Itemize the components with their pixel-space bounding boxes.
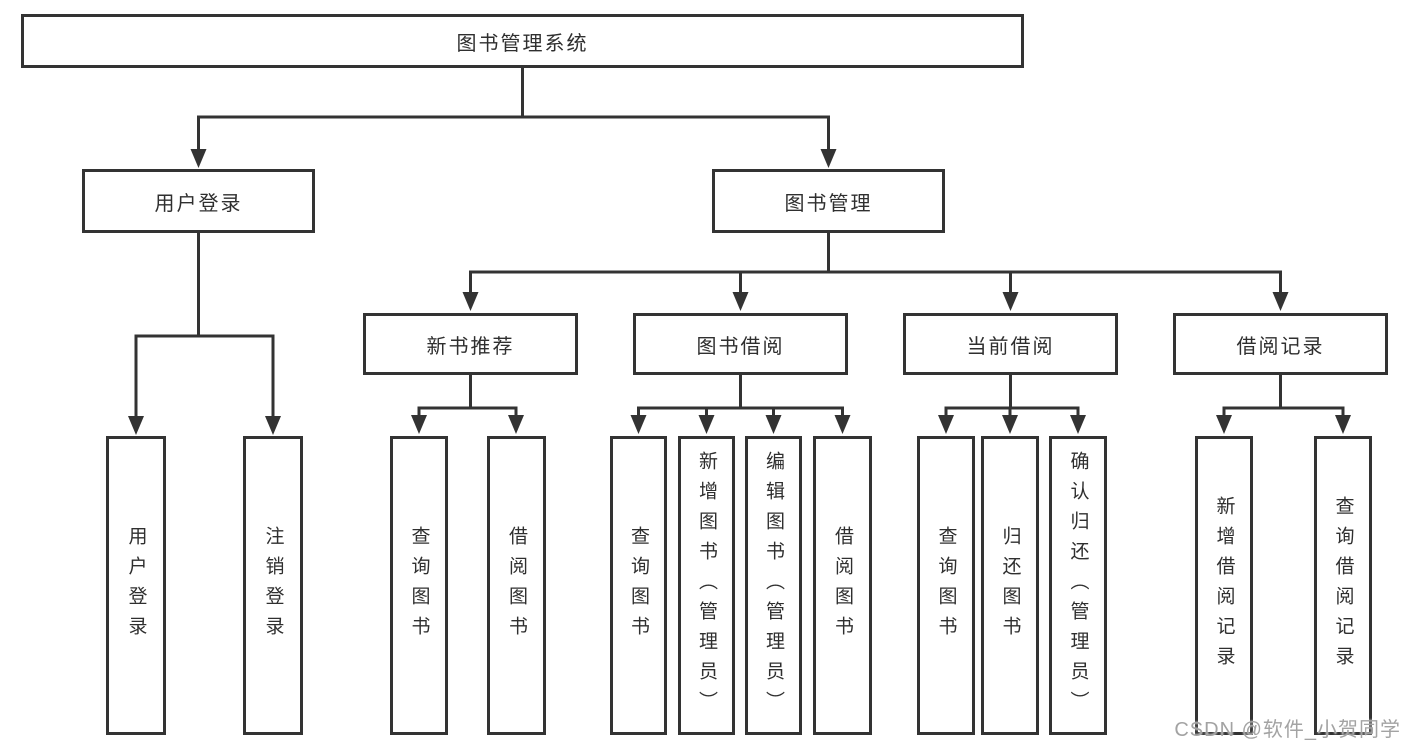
leaf-logout: 注销登录: [243, 436, 303, 735]
leaf-borrow-books: 借阅图书: [813, 436, 872, 735]
leaf-edit-book-admin: 编辑图书（管理员）: [745, 436, 802, 735]
leaf-borrow-books-recommend: 借阅图书: [487, 436, 546, 735]
node-new-book-recommend: 新书推荐: [363, 313, 578, 375]
node-library-management-system: 图书管理系统: [21, 14, 1024, 68]
leaf-query-borrow-record: 查询借阅记录: [1314, 436, 1372, 735]
leaf-return-book: 归还图书: [981, 436, 1039, 735]
node-book-borrowing: 图书借阅: [633, 313, 848, 375]
node-current-borrowing: 当前借阅: [903, 313, 1118, 375]
node-borrowing-records: 借阅记录: [1173, 313, 1388, 375]
node-user-login-module: 用户登录: [82, 169, 315, 233]
node-book-management-module: 图书管理: [712, 169, 945, 233]
leaf-add-borrow-record: 新增借阅记录: [1195, 436, 1253, 735]
csdn-watermark: CSDN @软件_小贺同学: [1174, 719, 1401, 741]
leaf-query-books-current: 查询图书: [917, 436, 975, 735]
leaf-query-books-recommend: 查询图书: [390, 436, 448, 735]
leaf-confirm-return-admin: 确认归还（管理员）: [1049, 436, 1107, 735]
leaf-user-login: 用户登录: [106, 436, 166, 735]
leaf-query-books-borrow: 查询图书: [610, 436, 667, 735]
leaf-add-book-admin: 新增图书（管理员）: [678, 436, 735, 735]
